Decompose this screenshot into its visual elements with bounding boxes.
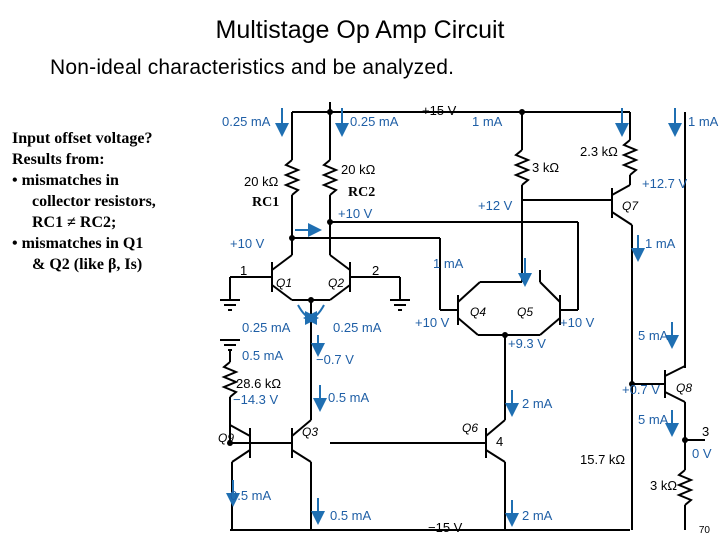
voltage-label: −14.3 V <box>233 392 279 407</box>
q6-collector <box>485 419 506 437</box>
q7-collector <box>611 211 633 226</box>
transistor-label: Q6 <box>462 421 478 435</box>
note-line: collector resistors, <box>32 193 156 210</box>
voltage-label: +0.7 V <box>622 382 660 397</box>
current-arrow <box>303 304 325 325</box>
resistor-3k-bottom <box>676 469 694 506</box>
transistor-label: Q9 <box>218 431 234 445</box>
current-label: 1 mA <box>433 256 464 271</box>
current-label: 0.5 mA <box>230 488 272 503</box>
q8-collector <box>664 365 686 377</box>
current-label: 5 mA <box>638 328 669 343</box>
transistor-label: Q5 <box>517 305 533 319</box>
voltage-label: +10 V <box>560 315 595 330</box>
junction-dot <box>519 109 525 115</box>
resistor-2k3 <box>621 139 639 176</box>
junction-dot <box>327 109 333 115</box>
junction-dot <box>327 219 333 225</box>
q8-emitter <box>664 391 686 403</box>
node-label: 2 <box>372 263 379 278</box>
note-line: • mismatches in Q1 <box>12 235 144 252</box>
resistor-label: 20 kΩ <box>341 162 376 177</box>
current-label: 0.5 mA <box>328 390 370 405</box>
transistor-label: Q4 <box>470 305 486 319</box>
resistor-label: 3 kΩ <box>532 160 559 175</box>
current-label: 0.25 mA <box>350 114 399 129</box>
q3-emitter <box>291 449 312 463</box>
current-label: 1 mA <box>688 114 719 129</box>
rc1-label: RC1 <box>252 195 279 210</box>
voltage-label: +10 V <box>230 236 265 251</box>
junction-dot <box>682 437 688 443</box>
q6-emitter <box>485 449 506 463</box>
voltage-label: +10 V <box>415 315 450 330</box>
node-label: 4 <box>496 434 503 449</box>
current-label: 1 mA <box>645 236 676 251</box>
junction-dot <box>629 381 635 387</box>
q2-emitter <box>329 284 351 301</box>
supply-positive-label: +15 V <box>422 103 457 118</box>
note-line: & Q2 (like β, Is) <box>32 256 143 273</box>
q1-collector <box>271 254 293 271</box>
notes-panel: Input offset voltage? Results from: • mi… <box>12 128 222 275</box>
current-label: 0.25 mA <box>222 114 271 129</box>
q7-emitter <box>611 184 631 196</box>
current-label: 5 mA <box>638 412 669 427</box>
q2-collector <box>329 254 351 271</box>
page-number: 70 <box>698 525 710 536</box>
q3-collector <box>291 419 312 437</box>
junction-dot <box>227 440 233 446</box>
q5-collector <box>539 281 561 303</box>
voltage-label: +10 V <box>338 206 373 221</box>
resistor-rc2 <box>321 159 339 196</box>
junction-dot <box>308 297 314 303</box>
transistor-label: Q7 <box>622 199 639 213</box>
current-label: 0.25 mA <box>333 320 382 335</box>
slide-title: Multistage Op Amp Circuit <box>215 16 505 44</box>
note-line: Input offset voltage? <box>12 130 153 147</box>
voltage-label: −0.7 V <box>316 352 354 367</box>
junction-dot <box>502 332 508 338</box>
q1-emitter <box>271 284 293 301</box>
current-label: 2 mA <box>522 396 553 411</box>
resistor-3k-mid <box>513 149 531 186</box>
voltage-label: +9.3 V <box>508 336 546 351</box>
q4-collector <box>457 281 481 303</box>
slide-subtitle: Non-ideal characteristics and be analyze… <box>50 56 455 79</box>
node-label: 3 <box>702 424 709 439</box>
current-label: 0.5 mA <box>242 348 284 363</box>
voltage-label: 0 V <box>692 446 712 461</box>
q5-emitter <box>539 317 561 336</box>
note-line: • mismatches in <box>12 172 119 189</box>
current-arrow <box>297 304 319 325</box>
junction-dot <box>289 235 295 241</box>
transistor-label: Q2 <box>328 276 344 290</box>
resistor-label: 20 kΩ <box>244 174 279 189</box>
resistor-label: 2.3 kΩ <box>580 144 618 159</box>
note-line: RC1 ≠ RC2; <box>32 214 117 231</box>
node-label: 1 <box>240 263 247 278</box>
note-line: Results from: <box>12 151 105 168</box>
supply-negative-label: −15 V <box>428 520 463 535</box>
resistor-28k6 <box>221 361 239 398</box>
q9-collector <box>229 424 251 437</box>
current-label: 0.25 mA <box>242 320 291 335</box>
resistor-label: 28.6 kΩ <box>236 376 281 391</box>
voltage-label: +12 V <box>478 198 513 213</box>
resistor-label: 15.7 kΩ <box>580 452 625 467</box>
current-label: 0.5 mA <box>330 508 372 523</box>
current-label: 2 mA <box>522 508 553 523</box>
rc2-label: RC2 <box>348 185 375 200</box>
transistor-label: Q1 <box>276 276 292 290</box>
transistor-label: Q8 <box>676 381 692 395</box>
resistor-rc1 <box>283 159 301 196</box>
transistor-label: Q3 <box>302 425 318 439</box>
resistor-label: 3 kΩ <box>650 478 677 493</box>
q9-emitter <box>231 449 251 463</box>
current-label: 1 mA <box>472 114 503 129</box>
voltage-label: +12.7 V <box>642 176 688 191</box>
q4-emitter <box>457 317 479 336</box>
